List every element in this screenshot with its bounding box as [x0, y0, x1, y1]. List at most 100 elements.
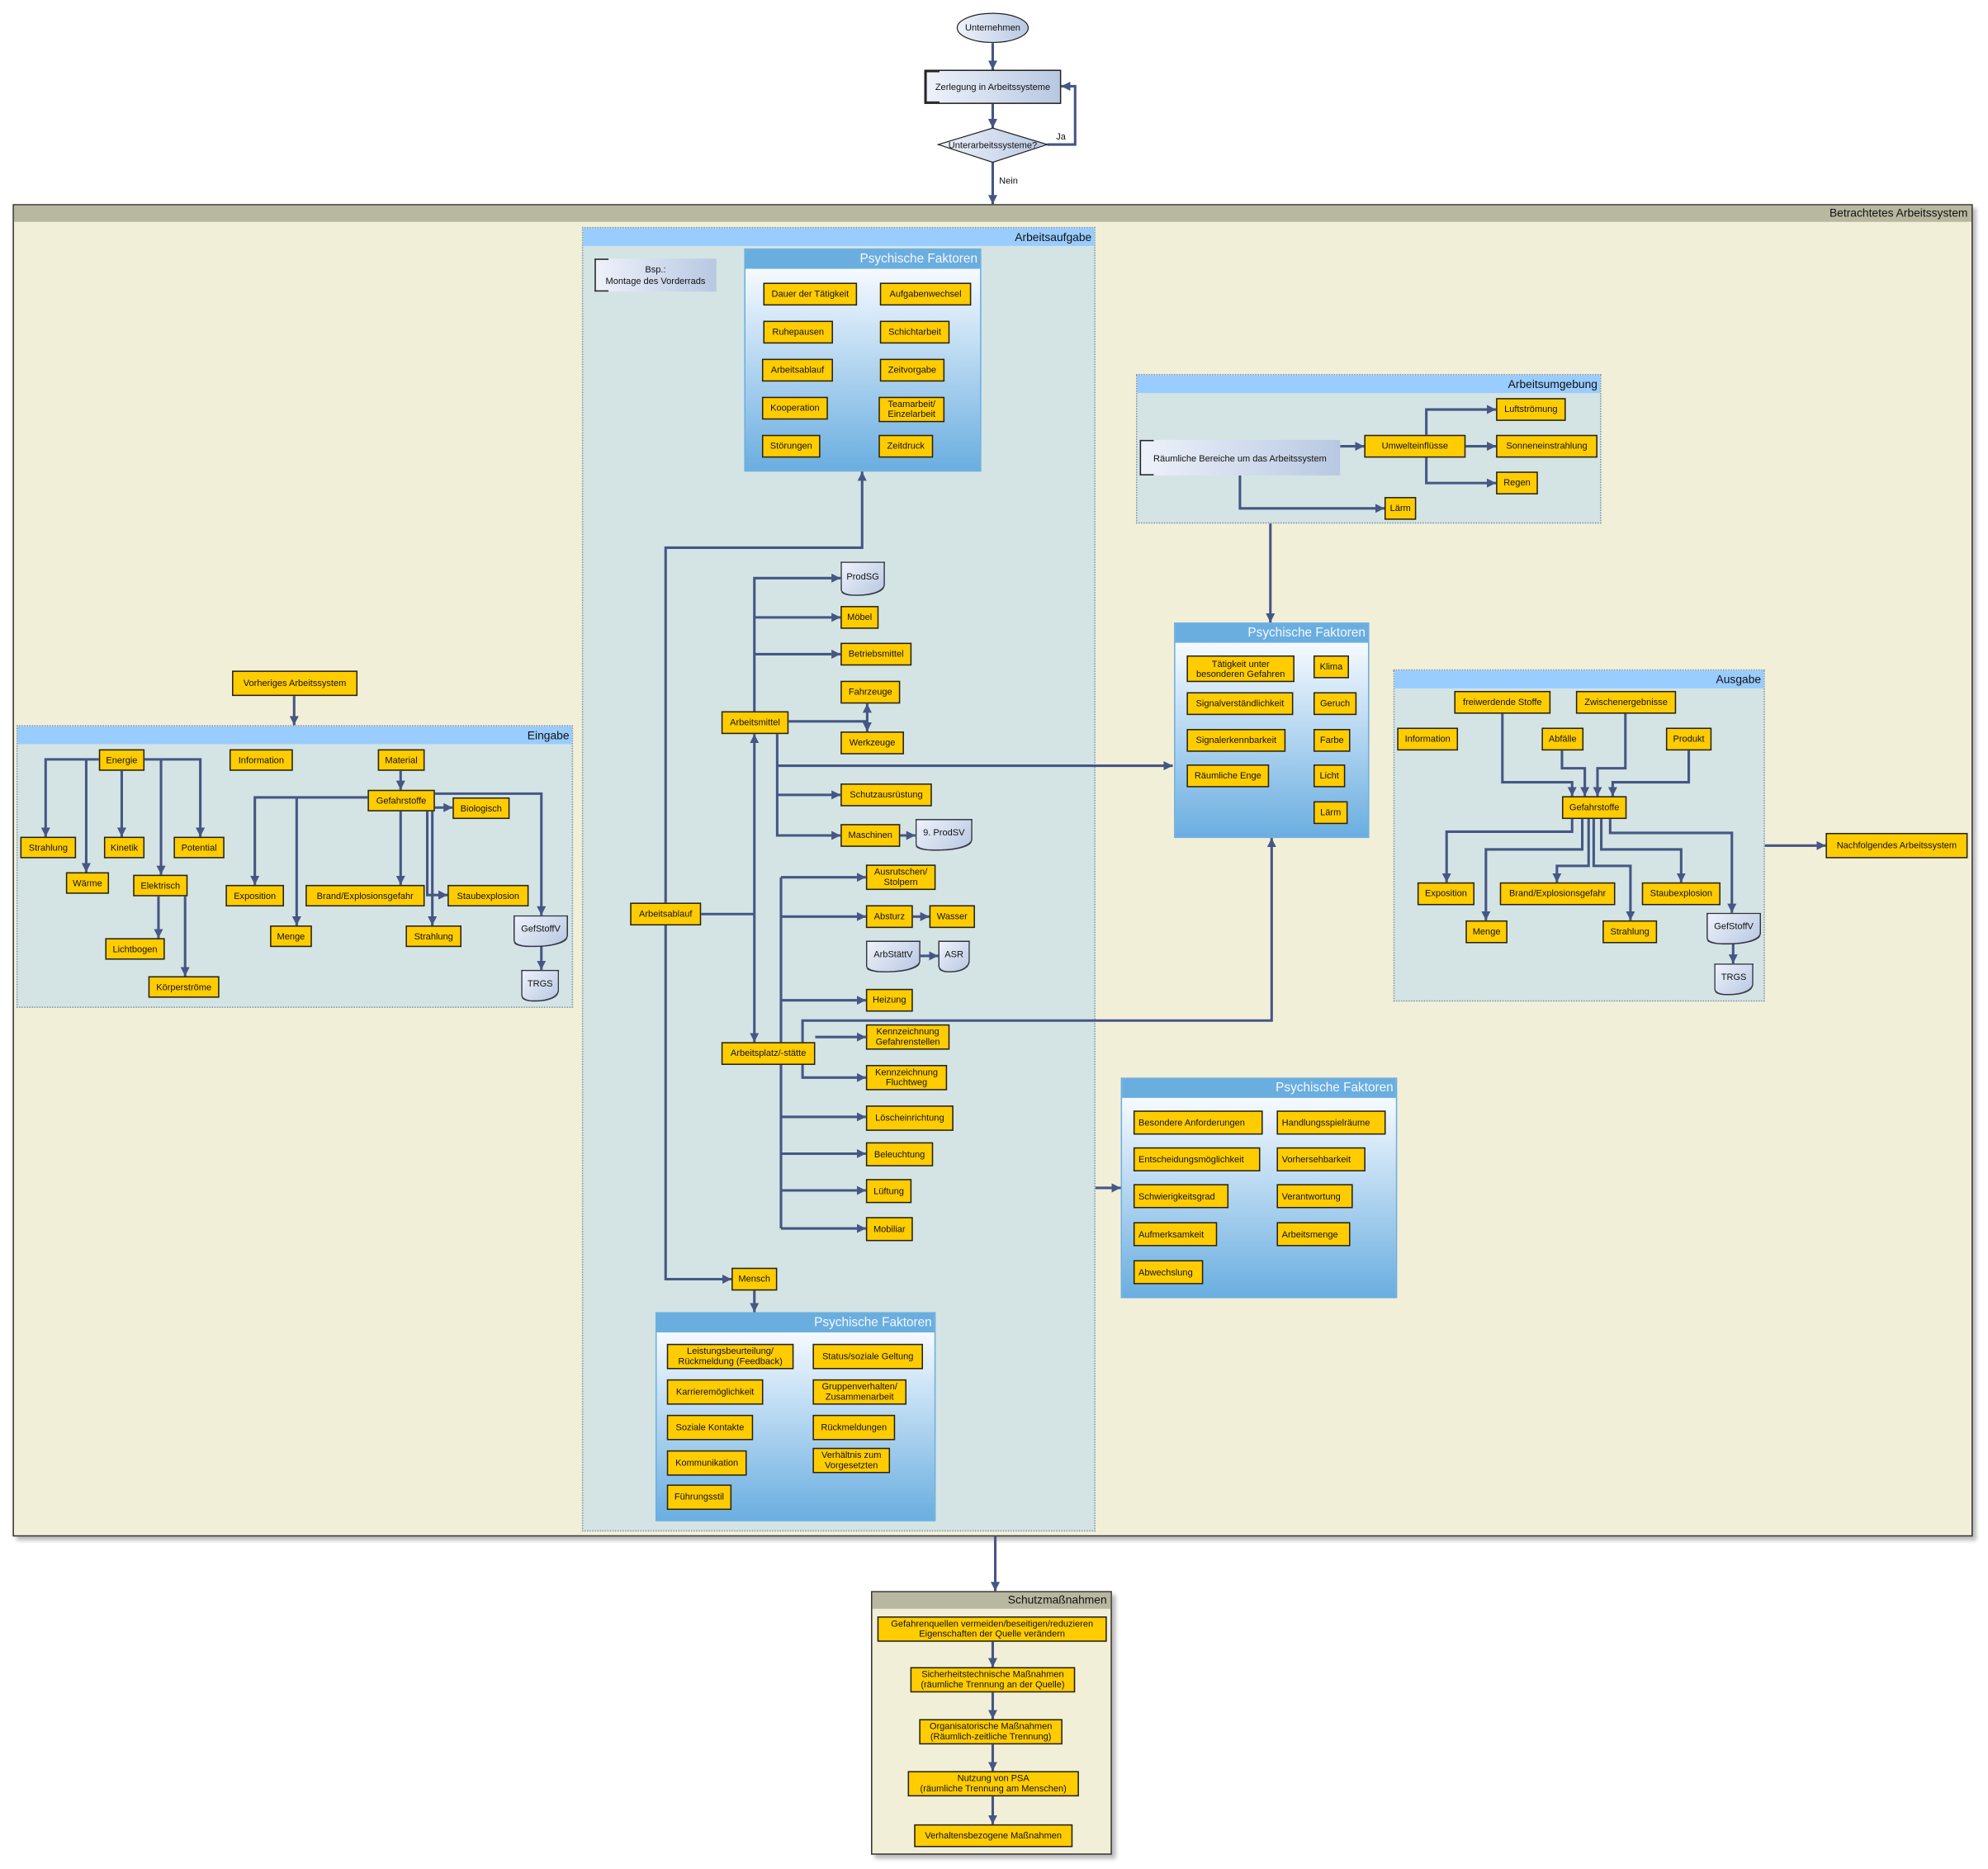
- node-werkzeuge: Werkzeuge: [840, 731, 904, 755]
- doc-asr: ASR: [938, 940, 970, 972]
- node-information-out: Information: [1397, 727, 1459, 751]
- node-staubexplosion-out: Staubexplosion: [1641, 882, 1721, 906]
- node-abfaelle: Abfälle: [1541, 727, 1584, 751]
- pf-item: Arbeitsmenge: [1276, 1222, 1351, 1247]
- node-kennzeichnung-gefahrenstellen: Kennzeichnung Gefahrenstellen: [865, 1024, 950, 1050]
- doc-gefstoffv-out: GefStoffV: [1706, 912, 1762, 944]
- pf-item: Abwechslung: [1133, 1260, 1204, 1285]
- pf-item: Führungsstil: [666, 1484, 732, 1511]
- psych-factors-task-title: Psychische Faktoren: [745, 249, 981, 269]
- arrow: [1425, 457, 1497, 488]
- node-fahrzeuge: Fahrzeuge: [840, 680, 901, 704]
- node-waerme: Wärme: [65, 872, 110, 894]
- node-kennzeichnung-fluchtweg: Kennzeichnung Fluchtweg: [865, 1064, 948, 1091]
- node-sonneneinstrahlung: Sonneneinstrahlung: [1496, 434, 1598, 458]
- arrow: [775, 734, 841, 840]
- pf-item: Störungen: [761, 434, 821, 458]
- protection-title: Schutzmaßnahmen: [872, 1592, 1111, 1609]
- node-laerm: Lärm: [1384, 496, 1417, 520]
- example-note: Bsp.: Montage des Vorderrads: [594, 258, 717, 292]
- pf-item: Arbeitsablauf: [761, 358, 833, 382]
- node-potential: Potential: [173, 836, 225, 859]
- node-brand: Brand/Explosionsgefahr: [305, 884, 425, 907]
- node-staubexplosion: Staubexplosion: [447, 884, 529, 907]
- pf-item: Verhältnis zum Vorgesetzten: [812, 1447, 891, 1474]
- pf-item: Ruhepausen: [763, 320, 833, 344]
- pf-item: Teamarbeit/ Einzelarbeit: [878, 396, 945, 423]
- node-brand-out: Brand/Explosionsgefahr: [1499, 882, 1616, 906]
- pf-item: Klima: [1313, 655, 1349, 679]
- pf-item: Kommunikation: [666, 1450, 747, 1476]
- pf-item: Signalerkennbarkeit: [1186, 729, 1286, 752]
- arrow: [801, 1064, 866, 1082]
- node-gefahrstoffe-out: Gefahrstoffe: [1561, 796, 1627, 820]
- pf-item: Verantwortung: [1276, 1184, 1353, 1209]
- psych-factors-environment-title: Psychische Faktoren: [1175, 623, 1369, 643]
- node-exposition-out: Exposition: [1417, 882, 1475, 906]
- arrow: [1238, 475, 1384, 513]
- node-gefahrstoffe: Gefahrstoffe: [367, 789, 435, 811]
- spatial-areas-note: Räumliche Bereiche um das Arbeitssystem: [1139, 439, 1341, 476]
- pf-item: Entscheidungsmöglichkeit: [1133, 1147, 1261, 1171]
- node-beleuchtung: Beleuchtung: [865, 1142, 934, 1166]
- arrow: [1441, 819, 1574, 882]
- node-energie: Energie: [98, 749, 145, 771]
- arrow: [1481, 819, 1584, 920]
- pf-item: Besondere Anforderungen: [1133, 1110, 1263, 1135]
- pf-item: Leistungsbeurteilung/ Rückmeldung (Feedb…: [666, 1343, 794, 1370]
- node-lichtbogen: Lichtbogen: [105, 938, 165, 960]
- system-title: Betrachtetes Arbeitssystem: [13, 205, 1972, 222]
- node-zwischenergebnisse: Zwischenergebnisse: [1575, 690, 1677, 714]
- environment-title: Arbeitsumgebung: [1137, 375, 1601, 394]
- doc-gefstoffv: GefStoffV: [513, 915, 568, 946]
- node-information: Information: [229, 749, 293, 771]
- doc-trgs-out: TRGS: [1714, 963, 1754, 994]
- node-moebel: Möbel: [840, 606, 879, 629]
- decision-diamond: [936, 127, 1049, 163]
- node-absturz: Absturz: [865, 905, 913, 929]
- doc-prodsv: 9. ProdSV: [915, 819, 973, 849]
- arrow: [434, 792, 547, 916]
- node-biologisch: Biologisch: [452, 797, 510, 820]
- protection-step: Organisatorische Maßnahmen (Räumlich-zei…: [919, 1719, 1063, 1745]
- pf-item: Aufmerksamkeit: [1133, 1222, 1218, 1247]
- node-umwelteinfluesse: Umwelteinflüsse: [1364, 434, 1466, 458]
- arrow: [801, 838, 1276, 1043]
- node-arbeitsmittel: Arbeitsmittel: [721, 711, 789, 735]
- start-ellipse: [956, 12, 1030, 44]
- input-title: Eingabe: [17, 726, 572, 745]
- arrow: [1600, 819, 1686, 882]
- output-title: Ausgabe: [1394, 670, 1764, 688]
- doc-arbstaettv: ArbStättV: [865, 940, 921, 972]
- node-wasser: Wasser: [929, 905, 975, 929]
- pf-item: Karrieremöglichkeit: [666, 1379, 764, 1405]
- node-mensch: Mensch: [731, 1267, 778, 1291]
- protection-step: Nutzung von PSA (räumliche Trennung am M…: [907, 1771, 1079, 1797]
- pf-item: Vorhersehbarkeit: [1276, 1147, 1366, 1171]
- pf-item: Gruppenverhalten/ Zusammenarbeit: [812, 1379, 907, 1405]
- pf-item: Zeitvorgabe: [879, 358, 945, 382]
- psych-factors-human-title: Psychische Faktoren: [656, 1313, 935, 1333]
- arrow: [664, 925, 732, 1285]
- node-heizung: Heizung: [865, 988, 913, 1012]
- node-arbeitsplatz: Arbeitsplatz/-stätte: [721, 1042, 816, 1065]
- pf-item: Status/soziale Geltung: [812, 1343, 923, 1370]
- protection-step: Gefahrenquellen vermeiden/beseitigen/red…: [877, 1616, 1107, 1642]
- node-arbeitsablauf: Arbeitsablauf: [630, 902, 702, 926]
- pf-item: Farbe: [1313, 729, 1351, 752]
- pf-item: Signalverständlichkeit: [1186, 692, 1294, 716]
- node-freiwerdende-stoffe: freiwerdende Stoffe: [1454, 690, 1551, 714]
- no-label: Nein: [999, 174, 1018, 187]
- node-strahlung: Strahlung: [20, 836, 77, 859]
- pf-item: Geruch: [1313, 692, 1357, 716]
- pf-item: Aufgabenwechsel: [879, 282, 972, 306]
- node-strahlung-stoffe: Strahlung: [405, 925, 462, 948]
- pf-item: Lärm: [1313, 801, 1348, 825]
- node-kinetik: Kinetik: [103, 836, 145, 859]
- node-betriebsmittel: Betriebsmittel: [840, 642, 912, 666]
- arrow: [1608, 819, 1737, 913]
- previous-system: Vorheriges Arbeitssystem: [232, 670, 358, 697]
- node-koerperstroeme: Körperströme: [148, 976, 220, 998]
- node-loescheinrichtung: Löscheinrichtung: [865, 1105, 954, 1131]
